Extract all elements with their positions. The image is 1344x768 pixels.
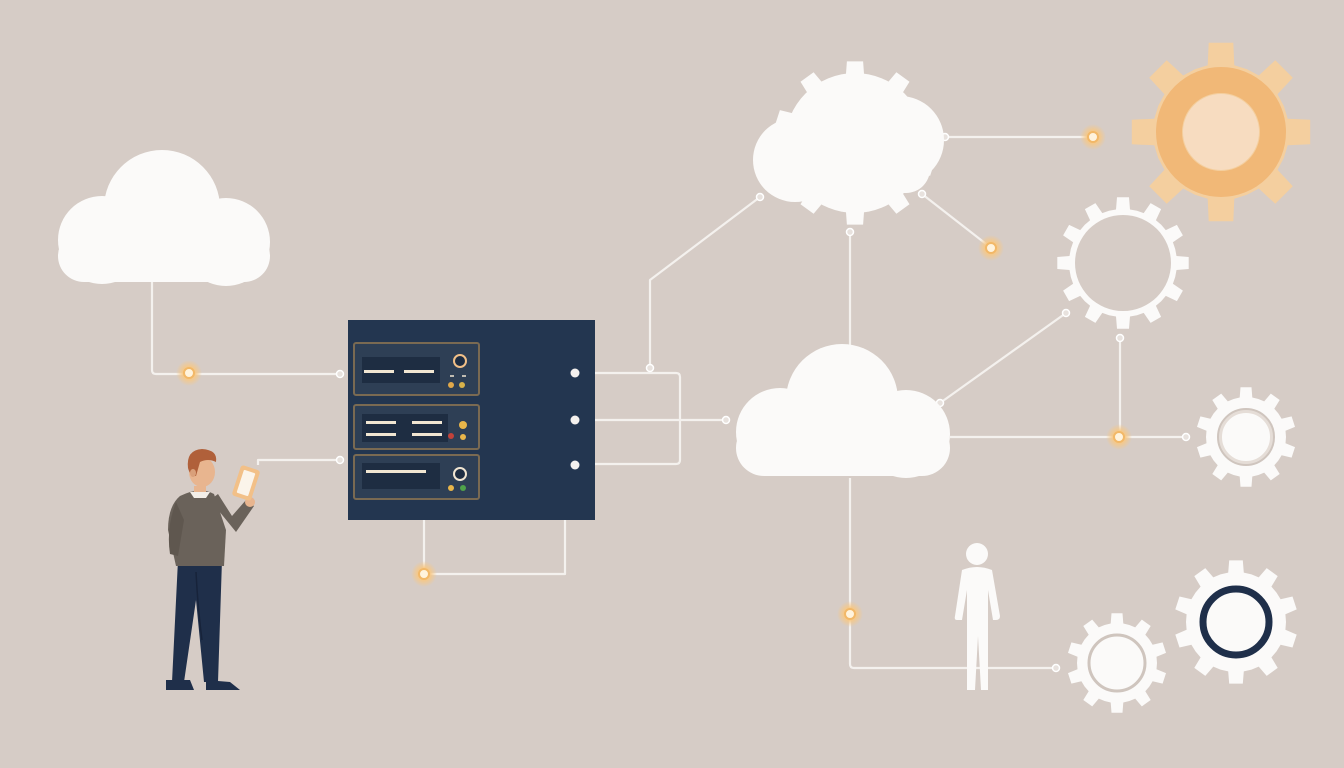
gear-icon — [1068, 613, 1166, 713]
wire-end-dot — [335, 369, 345, 379]
cloud-icon — [736, 344, 950, 478]
cloud-icon — [58, 150, 270, 286]
connection-node-icon — [411, 561, 437, 587]
wire-phone-to-server — [256, 458, 340, 465]
server-port — [570, 368, 580, 378]
wire-server-to-gear-cloud — [648, 196, 761, 368]
wire-end-dot — [1051, 663, 1061, 673]
connection-nodes — [176, 124, 1191, 673]
server-unit — [353, 404, 480, 450]
wire-end-dot — [1061, 308, 1071, 318]
smartphone-icon — [232, 465, 260, 501]
wire-cloud-to-server — [150, 282, 340, 376]
wire-end-dot — [755, 192, 765, 202]
wire-server-bottom-loop — [422, 520, 567, 576]
gear-cloud-icon — [753, 61, 944, 225]
server-unit — [353, 454, 480, 500]
wire-end-dot — [645, 363, 655, 373]
gear-hole — [1226, 417, 1266, 457]
gear-ring — [1218, 409, 1274, 465]
server-port — [570, 460, 580, 470]
person-icon — [954, 543, 1000, 690]
gear-ring — [1156, 67, 1286, 197]
wire-end-dot — [335, 455, 345, 465]
gear-icon — [1197, 387, 1295, 487]
gear-icon — [1131, 42, 1311, 222]
connection-node-icon — [837, 601, 863, 627]
wire-center-cloud-to-outline-gear — [939, 312, 1067, 404]
gear-hole — [1075, 215, 1171, 311]
gear-icon — [1057, 197, 1189, 329]
wire-center-cloud-down — [848, 478, 1056, 670]
gear-inner-ring — [1217, 408, 1275, 466]
wire-gear-cloud-diagonal — [921, 193, 991, 248]
gear-ring — [1199, 585, 1273, 659]
gear-icon — [1175, 560, 1297, 684]
gear-hole — [1208, 594, 1264, 650]
wire-end-dot — [721, 415, 731, 425]
server-rack-icon — [348, 320, 595, 520]
wire-end-dot — [917, 189, 927, 199]
wire-end-dot — [1181, 432, 1191, 442]
server-port — [570, 415, 580, 425]
connection-node-icon — [1106, 424, 1132, 450]
connection-node-icon — [1080, 124, 1106, 150]
gear-hole — [1095, 641, 1139, 685]
connection-node-icon — [978, 235, 1004, 261]
person-with-phone — [166, 449, 260, 690]
connection-lines — [150, 135, 1186, 670]
gear-hole — [1183, 94, 1259, 170]
wire-end-dot — [845, 227, 855, 237]
wire-end-dot — [1115, 333, 1125, 343]
server-unit — [353, 342, 480, 396]
connection-node-icon — [176, 360, 202, 386]
gear-inner-ring — [1087, 633, 1147, 693]
wire-server-port-1 — [575, 371, 682, 466]
gear-group — [1057, 42, 1311, 713]
